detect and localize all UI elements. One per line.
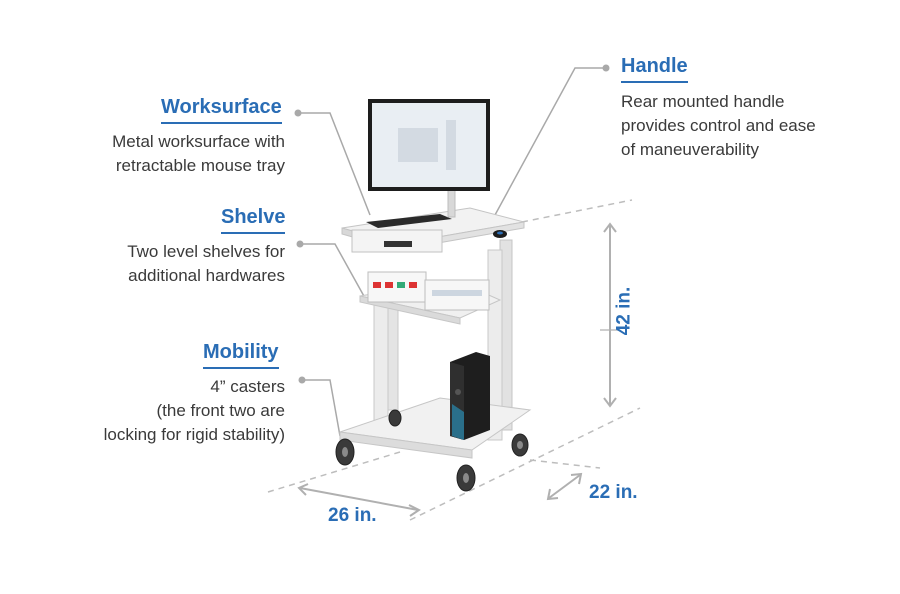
shelve-title: Shelve — [221, 206, 286, 234]
leader-lines — [298, 67, 605, 437]
depth-dimension: 22 in. — [589, 482, 638, 503]
dimension-guides — [267, 199, 641, 521]
leader-dots — [294, 64, 610, 384]
mobility-description: 4” casters (the front two are locking fo… — [103, 377, 285, 444]
worksurface-description: Metal worksurface with retractable mouse… — [112, 132, 285, 175]
shelve-description: Two level shelves for additional hardwar… — [127, 242, 285, 285]
worksurface-title: Worksurface — [161, 96, 282, 124]
cart — [335, 99, 532, 492]
width-dimension: 26 in. — [328, 505, 377, 526]
mobility-title: Mobility — [203, 341, 279, 369]
handle-description: Rear mounted handle provides control and… — [621, 92, 816, 159]
handle-title: Handle — [621, 55, 688, 83]
dimension-arrows — [297, 222, 617, 517]
height-dimension: 42 in. — [613, 286, 635, 336]
